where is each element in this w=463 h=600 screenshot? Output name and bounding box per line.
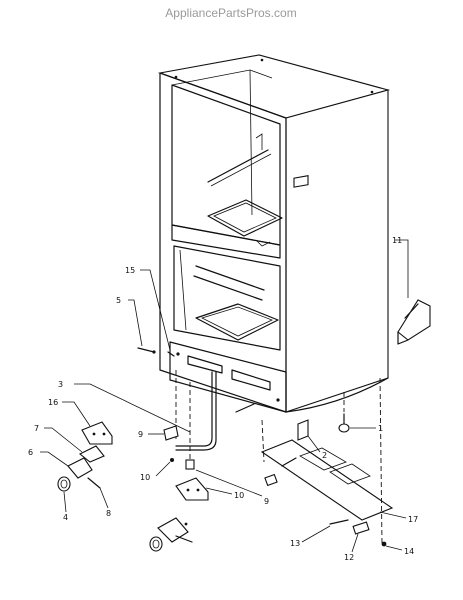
callout-5: 5 xyxy=(116,296,121,305)
part-11-bracket xyxy=(397,299,431,345)
callout-15: 15 xyxy=(125,266,135,275)
part-2-bracket xyxy=(297,419,309,441)
callout-16: 16 xyxy=(48,398,58,407)
part-4-wheel xyxy=(57,476,71,492)
part-9a-clip xyxy=(163,425,179,441)
part-9b-roller xyxy=(185,459,195,470)
callout-6: 6 xyxy=(28,448,33,457)
part-7-bracket xyxy=(78,445,105,463)
part-16-hinge xyxy=(81,421,113,445)
callout-4: 4 xyxy=(63,513,68,522)
refrigerator-cabinet xyxy=(157,54,391,413)
part-5-screw xyxy=(137,347,156,354)
part-8-screw xyxy=(87,477,101,489)
callout-3: 3 xyxy=(58,380,63,389)
callout-13: 13 xyxy=(290,539,300,548)
part-10a-screw xyxy=(170,458,174,462)
part-6-wheel-bracket xyxy=(67,457,93,479)
callout-9a: 9 xyxy=(138,430,143,439)
lower-wheel-assembly xyxy=(149,517,193,552)
callout-2: 2 xyxy=(322,451,327,460)
watermark-text: AppliancePartsPros.com xyxy=(165,6,296,20)
callout-11: 11 xyxy=(392,236,402,245)
center-hinge-bracket xyxy=(175,477,209,501)
part-1-leveler xyxy=(338,413,350,433)
part-17-rail xyxy=(260,439,394,521)
part-3-tube xyxy=(175,371,217,451)
callout-17: 17 xyxy=(408,515,418,524)
callout-9b: 9 xyxy=(264,497,269,506)
callout-14: 14 xyxy=(404,547,414,556)
callout-7: 7 xyxy=(34,424,39,433)
rail-roller xyxy=(264,457,297,487)
callout-12: 12 xyxy=(344,553,354,562)
callout-10a: 10 xyxy=(140,473,150,482)
callout-8: 8 xyxy=(106,509,111,518)
callout-10b: 10 xyxy=(234,491,244,500)
part-15-screw xyxy=(167,351,175,357)
part-13-rod xyxy=(329,519,349,525)
part-12-foot xyxy=(352,521,370,535)
part-14-screw xyxy=(381,541,387,547)
